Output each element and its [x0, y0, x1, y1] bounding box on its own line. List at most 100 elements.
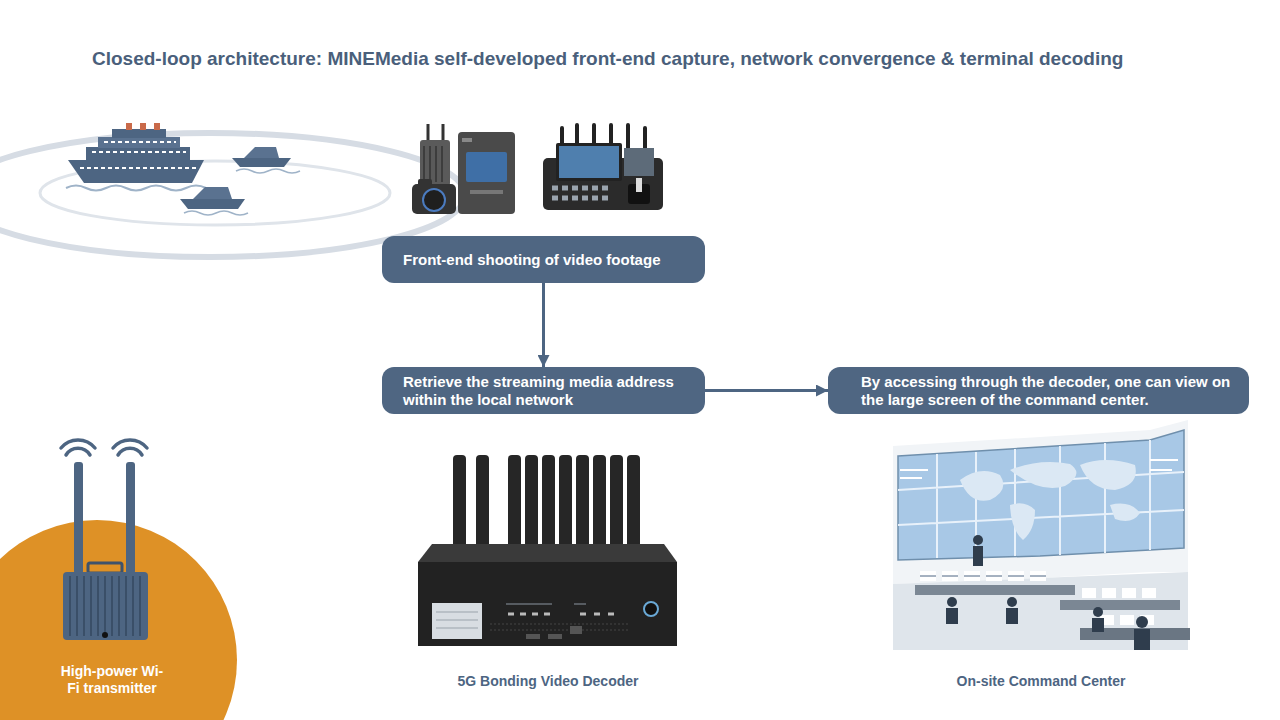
sim-slot	[548, 634, 562, 639]
ship-hull	[68, 160, 204, 183]
ship-deck	[86, 147, 190, 161]
flow-arrow	[705, 389, 828, 392]
video-wall	[898, 430, 1184, 560]
encoder-logo	[462, 138, 472, 142]
decoder-screen-lines	[436, 612, 478, 628]
antenna	[559, 455, 572, 549]
circle-label: High-power Wi-Fi transmitter	[55, 663, 169, 697]
wave-line	[236, 169, 300, 173]
encoder-body	[458, 132, 515, 214]
fins	[424, 146, 442, 182]
switcher-screen	[624, 148, 654, 176]
decoder-front	[418, 562, 677, 646]
boat-cabin	[193, 187, 232, 199]
flow-arrow	[542, 283, 545, 367]
port-labels	[506, 604, 586, 605]
process-box: Retrieve the streaming media address wit…	[382, 367, 705, 414]
camera-top	[418, 179, 432, 186]
switcher-buttons	[552, 188, 608, 198]
decoder-top	[418, 544, 677, 562]
video-wall-grid	[898, 440, 1184, 558]
world-map	[960, 460, 1140, 540]
command-center-illustration	[893, 420, 1190, 650]
power-button	[644, 602, 658, 616]
antenna	[576, 455, 589, 549]
switcher-device	[543, 125, 663, 210]
boat-hull	[180, 199, 245, 209]
cooling-fins	[70, 576, 140, 636]
range-ring	[40, 161, 390, 225]
transmitter-body	[63, 572, 148, 640]
antenna	[476, 455, 489, 549]
antenna	[542, 455, 555, 549]
person-head	[1093, 607, 1103, 617]
sim-slot	[526, 634, 540, 639]
antenna	[627, 455, 640, 549]
ship-deck	[112, 129, 166, 138]
floor	[893, 572, 1188, 650]
encoder-screen	[466, 152, 507, 182]
person-head	[1136, 616, 1148, 628]
t-bar	[636, 178, 642, 192]
wifi-transmitter-illustration	[61, 440, 148, 640]
ship-funnel	[126, 123, 132, 130]
person-body	[1092, 618, 1104, 632]
wifi-waves	[113, 440, 147, 455]
indicator	[102, 632, 108, 638]
person-body	[946, 608, 958, 624]
encoder-logo	[470, 190, 503, 194]
wave-line	[66, 186, 206, 191]
desk	[1060, 600, 1180, 610]
antenna	[525, 455, 538, 549]
diagram-title: Closed-loop architecture: MINEMedia self…	[92, 48, 1123, 70]
monitor-edges	[920, 576, 1046, 577]
switcher-screen	[559, 146, 619, 178]
antenna	[427, 124, 430, 142]
camera-body	[412, 184, 456, 214]
handle	[88, 563, 122, 573]
decoder-screen	[432, 603, 482, 639]
sd-slot	[570, 626, 582, 634]
box-text: Front-end shooting of video footage	[403, 251, 693, 269]
device-caption: 5G Bonding Video Decoder	[458, 673, 639, 689]
capture-devices	[412, 124, 515, 214]
highlight-circle: High-power Wi-Fi transmitter	[0, 520, 237, 720]
person-head	[973, 535, 983, 545]
ship-funnel	[154, 123, 160, 130]
process-box: By accessing through the decoder, one ca…	[828, 367, 1249, 414]
antenna	[453, 455, 466, 549]
box-text: By accessing through the decoder, one ca…	[861, 373, 1235, 409]
monitors	[1082, 593, 1156, 620]
antenna	[442, 124, 445, 142]
circle-text-holder: High-power Wi-Fi transmitter	[55, 663, 169, 697]
device-caption: On-site Command Center	[957, 673, 1126, 689]
ship-funnel	[140, 123, 146, 130]
camera-lens	[423, 189, 445, 211]
desk	[915, 585, 1075, 595]
antenna	[508, 455, 521, 549]
wall-panels	[900, 460, 1178, 478]
room-wall	[893, 420, 1188, 584]
switcher-screen-frame	[556, 143, 622, 181]
decoder-device	[418, 455, 677, 646]
antenna	[74, 462, 83, 574]
person-head	[1007, 597, 1017, 607]
process-box: Front-end shooting of video footage	[382, 236, 705, 283]
person-body	[1006, 608, 1018, 624]
wifi-waves	[61, 440, 95, 455]
boat-hull	[232, 158, 291, 167]
indicator-leds	[508, 613, 614, 616]
ship-windows	[80, 142, 196, 168]
person-head	[947, 597, 957, 607]
vent-holes	[490, 624, 630, 630]
boat-cabin	[244, 147, 279, 158]
antenna	[126, 462, 135, 574]
antenna	[593, 455, 606, 549]
circle-shape	[0, 520, 237, 720]
wave-line	[184, 211, 248, 215]
person-body	[1134, 629, 1150, 650]
monitors	[920, 571, 1046, 581]
box-text: Retrieve the streaming media address wit…	[403, 373, 697, 409]
